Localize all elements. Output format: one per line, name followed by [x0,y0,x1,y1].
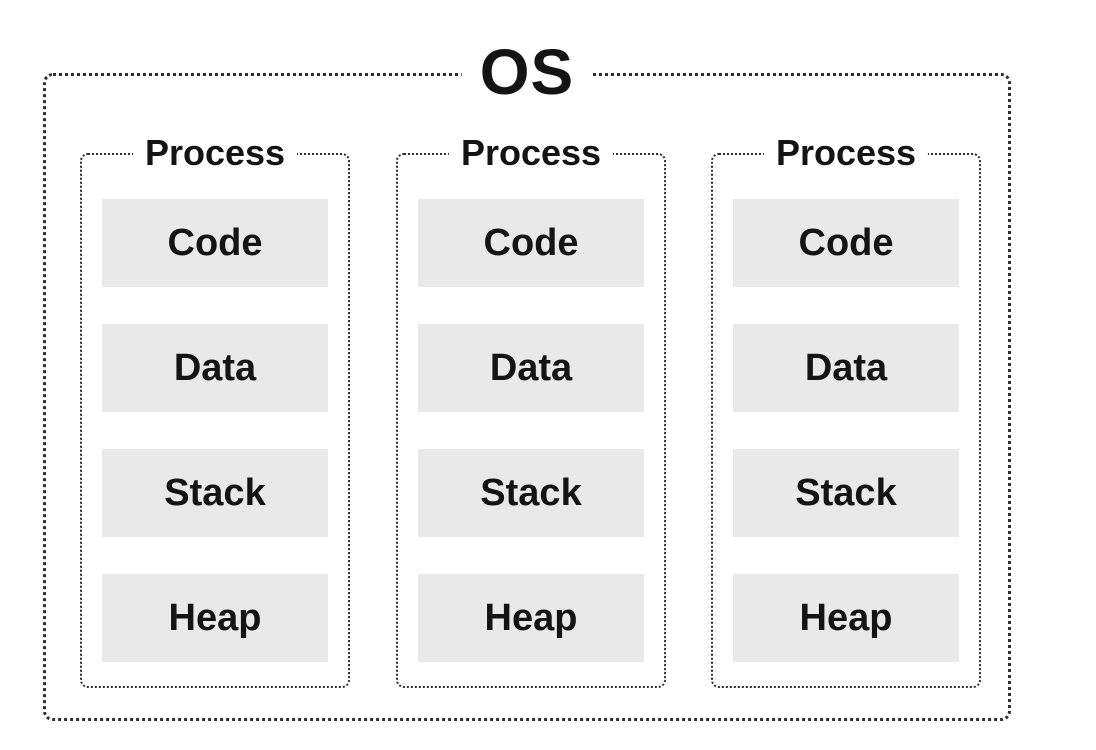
segment-code: Code [418,199,644,287]
process-label: Process [132,135,298,172]
process-box-1: Process Code Data Stack Heap [80,135,350,688]
process-box-2: Process Code Data Stack Heap [396,135,666,688]
segment-heap: Heap [418,574,644,662]
os-container: OS Process Code Data Stack Heap Process … [43,40,1011,721]
segment-stack: Stack [733,449,959,537]
segment-heap: Heap [102,574,328,662]
segment-data: Data [733,324,959,412]
segment-stack: Stack [418,449,644,537]
process-box-3: Process Code Data Stack Heap [711,135,981,688]
os-label: OS [461,40,593,105]
segment-list: Code Data Stack Heap [733,199,959,662]
process-label: Process [448,135,614,172]
segment-list: Code Data Stack Heap [102,199,328,662]
segment-heap: Heap [733,574,959,662]
segment-data: Data [418,324,644,412]
segment-data: Data [102,324,328,412]
process-label: Process [763,135,929,172]
segment-code: Code [733,199,959,287]
segment-list: Code Data Stack Heap [418,199,644,662]
segment-stack: Stack [102,449,328,537]
segment-code: Code [102,199,328,287]
